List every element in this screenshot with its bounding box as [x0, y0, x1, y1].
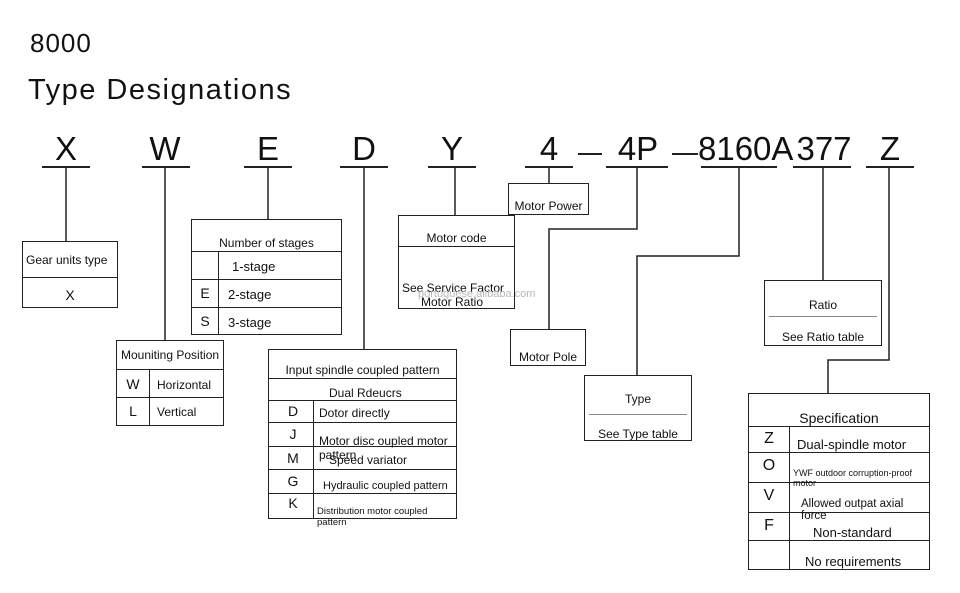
- stages-label-3: 3-stage: [228, 315, 272, 330]
- code-w: W: [149, 130, 181, 167]
- code-4: 4: [539, 130, 559, 167]
- underline-z: [866, 166, 914, 168]
- input-spindle-label-m: Speed variator: [329, 453, 408, 467]
- input-spindle-subtitle: Dual Rdeucrs: [329, 386, 402, 400]
- code-377: 377: [796, 130, 852, 167]
- input-spindle-title: Input spindle coupled pattern: [285, 363, 440, 377]
- input-spindle-key-g: G: [287, 473, 299, 489]
- specification-key-f: F: [764, 517, 774, 534]
- input-spindle-box: Input spindle coupled pattern Dual Rdeuc…: [268, 349, 457, 528]
- specification-key-o: O: [762, 457, 776, 474]
- separator-dash: [672, 153, 698, 155]
- type-title: Type: [624, 392, 651, 406]
- input-spindle-label-k: Distribution motor coupled pattern: [317, 506, 428, 528]
- underline-377: [793, 166, 851, 168]
- code-z: Z: [879, 130, 901, 167]
- input-spindle-label-g: Hydraulic coupled pattern: [323, 480, 448, 492]
- specification-title: Specification: [799, 410, 879, 426]
- input-spindle-key-m: M: [287, 450, 299, 466]
- mounting-position-title: Mouniting Position: [121, 348, 220, 362]
- motor-code-line2: Motor Ratio: [421, 295, 484, 309]
- ratio-box: Ratio See Ratio table: [764, 280, 882, 346]
- gear-units-type-value: X: [65, 287, 75, 303]
- stages-box: Number of stages 1-stage E 2-stage S 3-s…: [191, 219, 342, 335]
- model-number: 8000: [30, 28, 92, 58]
- motor-power-title: Motor Power: [514, 199, 583, 213]
- input-spindle-label-j: Motor disc oupled motor pattern: [319, 434, 448, 462]
- separator-dash: [578, 153, 602, 155]
- motor-pole-title: Motor Pole: [518, 350, 578, 364]
- underline-w: [142, 166, 190, 168]
- input-spindle-label-d: Dotor directly: [319, 406, 390, 420]
- motor-pole-box: Motor Pole: [510, 329, 586, 366]
- input-spindle-key-k: K: [288, 495, 298, 511]
- stages-label-2: 2-stage: [228, 287, 272, 302]
- specification-label-none: No requirements: [805, 554, 902, 569]
- specification-key-v: V: [763, 487, 775, 504]
- specification-box: Specification Z Dual-spindle motor O YWF…: [748, 393, 930, 570]
- stages-key-s: S: [200, 313, 210, 329]
- code-d: D: [352, 130, 376, 167]
- specification-label-z: Dual-spindle motor: [797, 437, 907, 452]
- mounting-label-vertical: Vertical: [157, 405, 197, 419]
- ratio-note: See Ratio table: [781, 330, 865, 344]
- mounting-label-horizontal: Horizontal: [157, 378, 212, 392]
- input-spindle-key-j: J: [289, 426, 297, 442]
- watermark: portuguese.alibaba.com: [418, 288, 536, 300]
- code-4p: 4P: [617, 130, 659, 167]
- code-e: E: [256, 130, 279, 167]
- underline-y: [428, 166, 476, 168]
- specification-label-f: Non-standard: [813, 525, 892, 540]
- specification-key-z: Z: [764, 430, 774, 447]
- type-note: See Type table: [598, 427, 678, 441]
- motor-power-box: Motor Power: [508, 183, 589, 215]
- stages-label-1: 1-stage: [232, 259, 276, 274]
- gear-units-type-box: Gear units type X: [22, 241, 118, 308]
- page-title: Type Designations: [28, 74, 293, 106]
- input-spindle-key-d: D: [287, 403, 299, 419]
- motor-code-line1: See Service Factor: [402, 281, 505, 295]
- code-x: X: [54, 130, 77, 167]
- mounting-key-w: W: [126, 376, 140, 392]
- ratio-title: Ratio: [808, 298, 837, 312]
- motor-code-title: Motor code: [426, 231, 487, 245]
- code-8160a: 8160A: [698, 130, 794, 167]
- motor-code-box: Motor code See Service Factor Motor Rati…: [398, 215, 515, 309]
- specification-label-o: YWF outdoor corruption-proof motor: [793, 468, 913, 488]
- type-box: Type See Type table: [584, 375, 692, 441]
- specification-label-v: Allowed outpat axial force: [801, 498, 904, 522]
- code-y: Y: [440, 130, 463, 167]
- mounting-position-box: Mouniting Position W Horizontal L Vertic…: [116, 340, 224, 426]
- mounting-key-l: L: [129, 403, 137, 419]
- stages-key-e: E: [200, 285, 210, 301]
- stages-title: Number of stages: [219, 236, 314, 250]
- gear-units-type-title: Gear units type: [26, 253, 108, 267]
